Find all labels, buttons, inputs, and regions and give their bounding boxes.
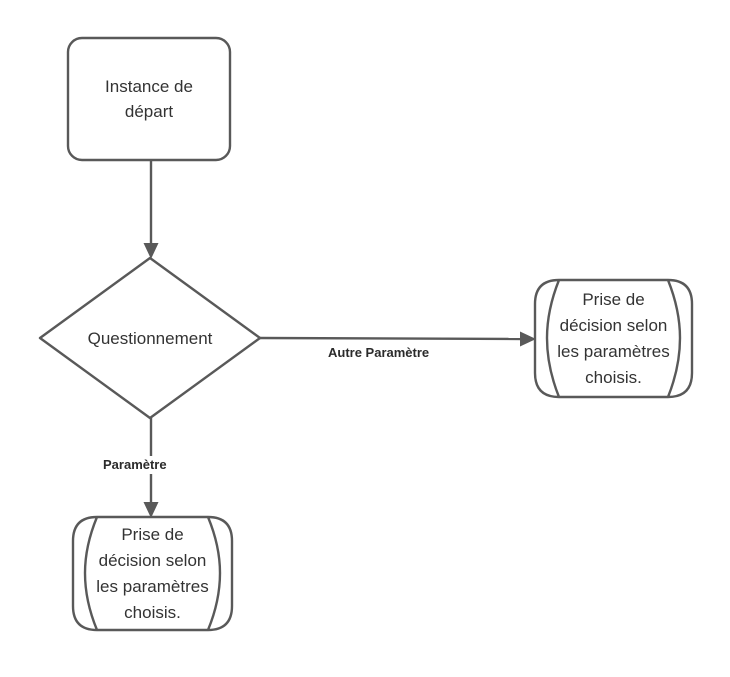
edge-start-to-decision-arrowhead [143, 243, 159, 259]
edge-decision-to-right-line [259, 336, 528, 341]
node-decision-shape[interactable] [38, 256, 262, 420]
node-outcome-bottom-shape[interactable] [71, 515, 234, 632]
edge-label-parametre: Paramètre [100, 456, 170, 474]
edge-decision-to-right-arrowhead [520, 331, 536, 347]
node-outcome-right-shape[interactable] [533, 278, 694, 399]
node-start-shape[interactable] [66, 36, 232, 162]
edge-decision-to-bottom-arrowhead [143, 502, 159, 518]
edge-label-autre-parametre: Autre Paramètre [325, 344, 433, 362]
